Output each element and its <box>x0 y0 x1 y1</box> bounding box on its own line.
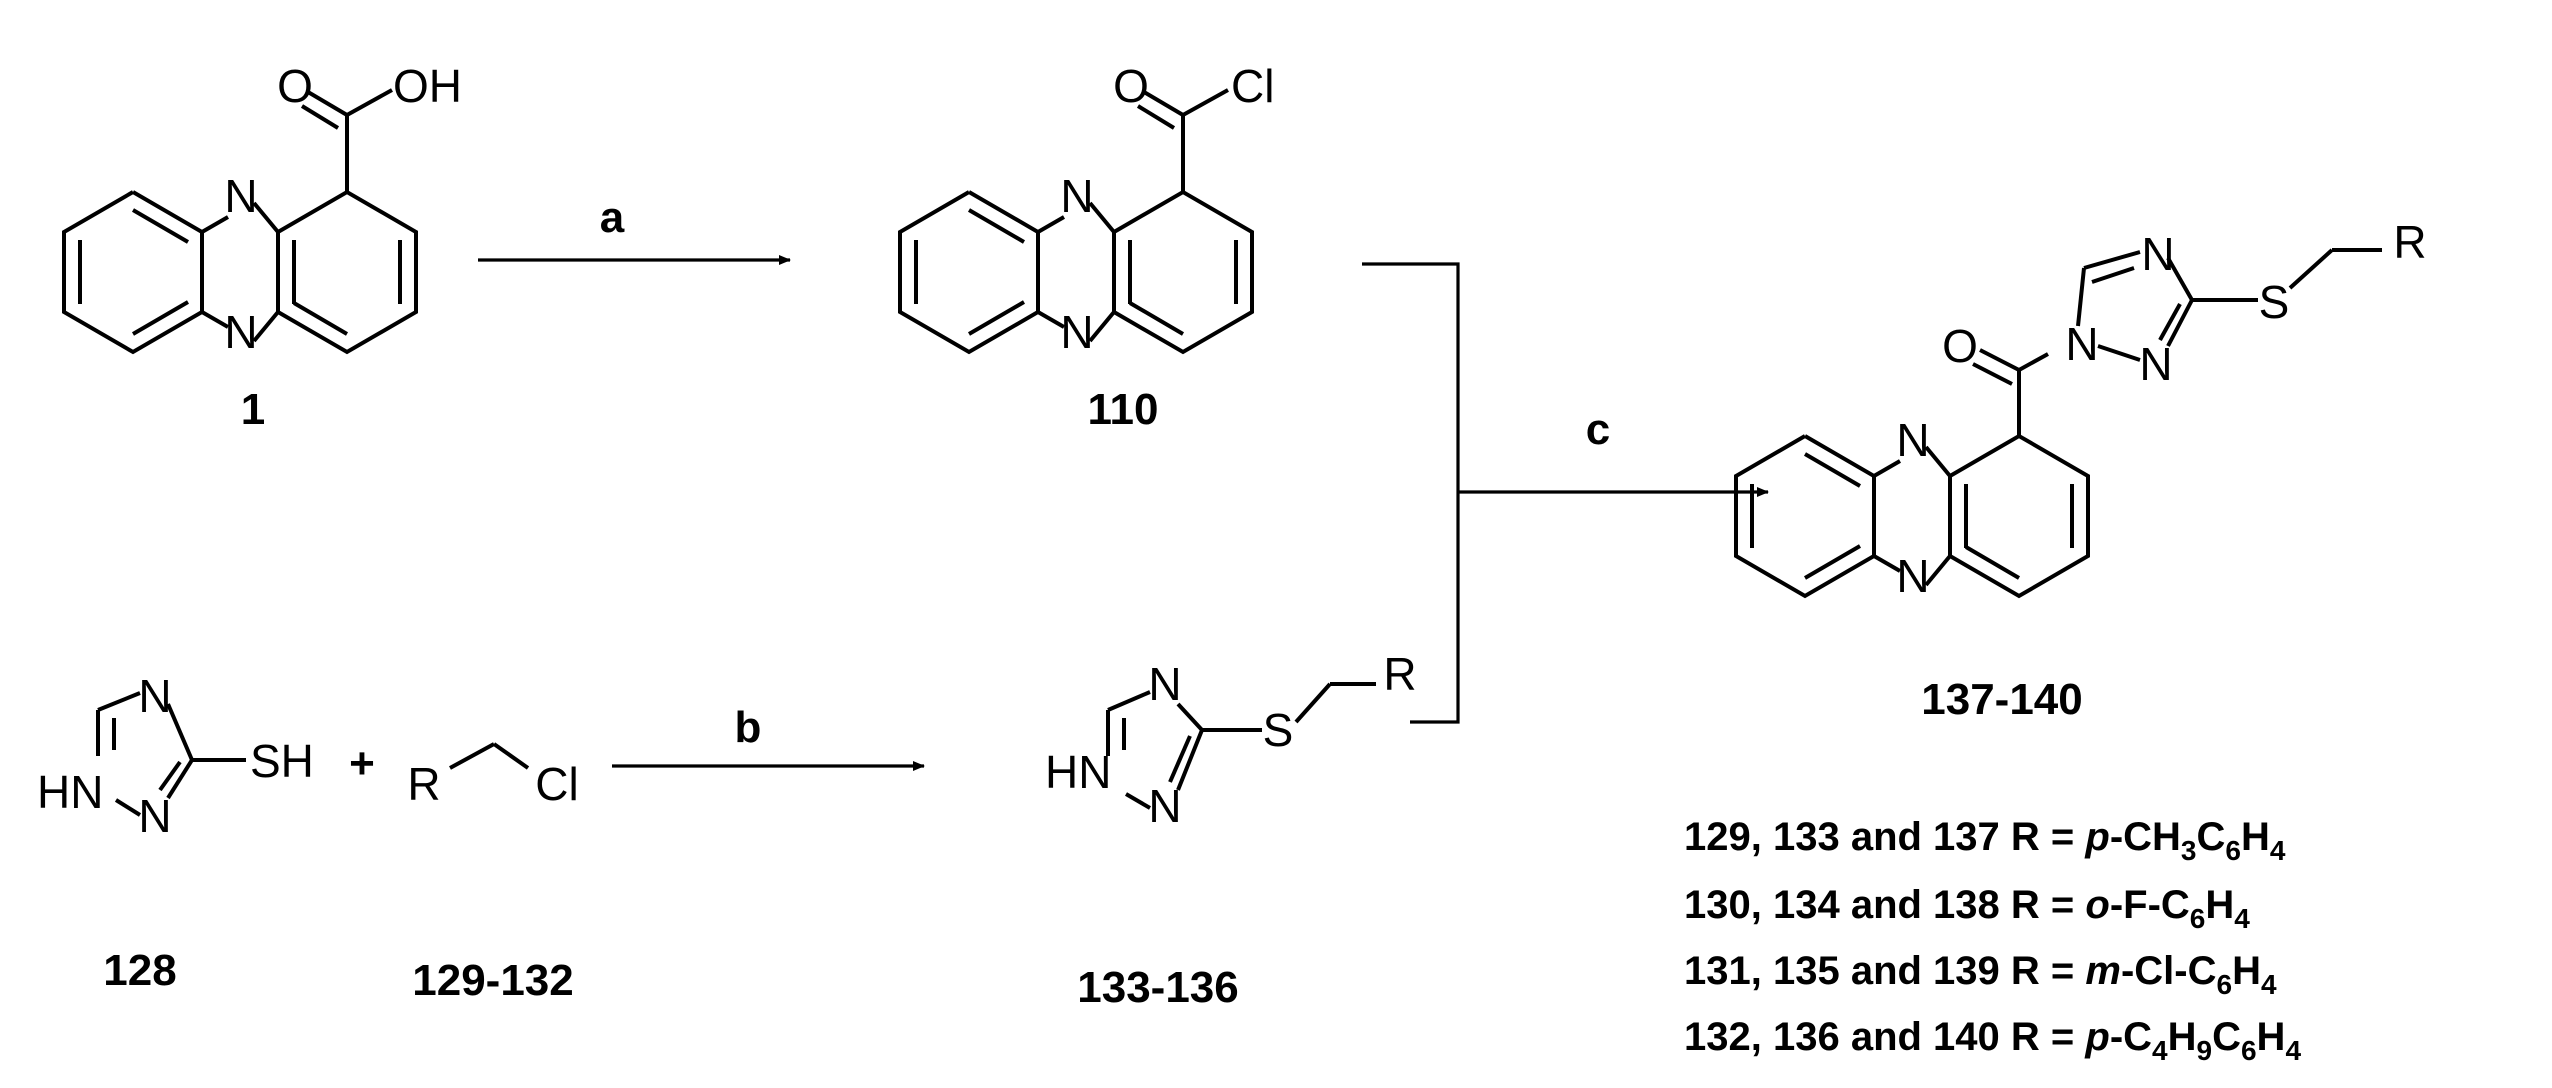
atom-N: N <box>1896 414 1929 466</box>
atom-HN: HN <box>37 766 103 818</box>
atom-SH: SH <box>250 735 314 787</box>
atom-O: O <box>1113 60 1149 112</box>
atom-Cl: Cl <box>535 758 578 810</box>
compound-128-structure: N N HN SH <box>37 670 314 842</box>
atom-Cl: Cl <box>1231 60 1274 112</box>
atom-R: R <box>2393 216 2426 268</box>
atom-N: N <box>2141 228 2174 280</box>
atom-N: N <box>1148 780 1181 832</box>
compound-133-136-structure: N N HN S R <box>1045 648 1417 832</box>
atom-R: R <box>407 758 440 810</box>
legend-row-3: 131, 135 and 139 R = m-Cl-C6H4 <box>1684 949 2277 1000</box>
compound-label-133-136: 133-136 <box>1077 963 1238 1012</box>
atom-N: N <box>2065 318 2098 370</box>
atom-S: S <box>2259 276 2290 328</box>
atom-S: S <box>1263 704 1294 756</box>
reagent-label-c: c <box>1586 405 1610 454</box>
legend-row-1: 129, 133 and 137 R = p-CH3C6H4 <box>1684 815 2286 866</box>
atom-N: N <box>1896 550 1929 602</box>
substituent-legend: 129, 133 and 137 R = p-CH3C6H4 130, 134 … <box>1684 815 2301 1066</box>
compound-label-128: 128 <box>103 946 176 995</box>
compound-137-140-structure: N N O N N N S R <box>1734 216 2427 602</box>
atom-R: R <box>1383 648 1416 700</box>
atom-O: O <box>277 60 313 112</box>
atom-N: N <box>224 170 257 222</box>
compound-label-1: 1 <box>241 385 265 434</box>
reagent-label-b: b <box>735 703 762 752</box>
compound-label-110: 110 <box>1088 385 1159 434</box>
atom-OH: OH <box>393 60 462 112</box>
compound-label-137-140: 137-140 <box>1921 675 2082 724</box>
atom-N: N <box>1148 658 1181 710</box>
atom-N: N <box>138 790 171 842</box>
legend-row-4: 132, 136 and 140 R = p-C4H9C6H4 <box>1684 1015 2301 1066</box>
atom-N: N <box>224 306 257 358</box>
compound-110-structure: N N O Cl <box>898 60 1274 358</box>
atom-N: N <box>1060 170 1093 222</box>
atom-HN: HN <box>1045 746 1111 798</box>
atom-N: N <box>138 670 171 722</box>
atom-N: N <box>1060 306 1093 358</box>
reagent-label-a: a <box>600 193 625 242</box>
compound-1-structure: N N O OH <box>62 60 462 358</box>
compound-129-132-structure: R Cl <box>407 742 579 810</box>
legend-row-2: 130, 134 and 138 R = o-F-C6H4 <box>1684 883 2250 934</box>
atom-O: O <box>1942 320 1978 372</box>
atom-N: N <box>2139 338 2172 390</box>
plus-sign: + <box>349 739 375 788</box>
compound-label-129-132: 129-132 <box>412 956 573 1005</box>
